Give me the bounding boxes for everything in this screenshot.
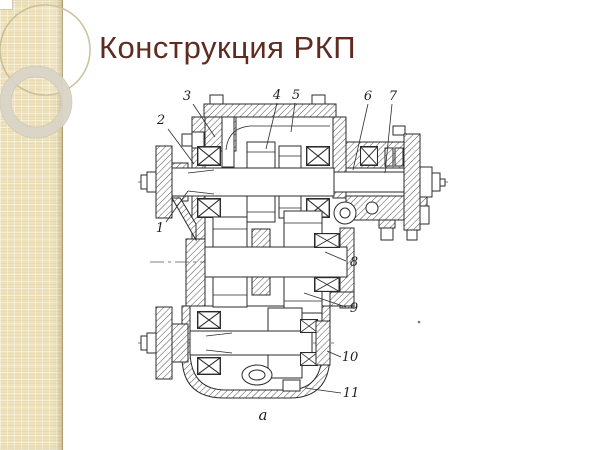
bearing bbox=[300, 352, 318, 366]
cover-bolt-right bbox=[311, 94, 326, 105]
gear-left-upper bbox=[212, 216, 248, 248]
bearing bbox=[306, 146, 330, 166]
mount-pad bbox=[378, 219, 396, 229]
output-flange bbox=[403, 133, 421, 231]
bottom-flange-hub bbox=[171, 323, 189, 363]
ring-outer-edge bbox=[0, 65, 73, 139]
hub-web-upper bbox=[251, 228, 271, 248]
hub-web-lower bbox=[251, 276, 271, 296]
bearing bbox=[314, 277, 340, 292]
drain-plug-inner bbox=[248, 369, 266, 381]
leader-lines bbox=[165, 102, 393, 394]
sump-bolt bbox=[282, 379, 301, 392]
bearing bbox=[197, 357, 221, 375]
input-shaft-assembly bbox=[138, 125, 448, 324]
thin-circle-decoration bbox=[0, 4, 91, 96]
gear-4-lower bbox=[246, 195, 276, 223]
gear-rim-lines bbox=[213, 222, 322, 302]
corner-square bbox=[0, 0, 13, 10]
ring-inner-edge bbox=[10, 76, 62, 128]
sidebar-circles bbox=[0, 4, 91, 139]
seal-ring bbox=[384, 147, 394, 167]
sidebar-decoration bbox=[0, 0, 91, 450]
flange-bolt-bottom bbox=[406, 229, 418, 241]
callout-5: 5 bbox=[292, 88, 300, 103]
left-flange-bolt-head bbox=[140, 174, 148, 190]
bearing bbox=[197, 146, 221, 166]
gear-5-upper bbox=[278, 145, 302, 169]
callout-2: 2 bbox=[156, 113, 165, 128]
mount-bolt bbox=[380, 227, 394, 241]
bottom-flange-bolt-head bbox=[140, 335, 148, 351]
flange-bolt-top bbox=[392, 125, 406, 136]
intermediate-shaft-assembly bbox=[150, 210, 352, 314]
gear-left-lower bbox=[212, 276, 248, 308]
gear-rim-lines bbox=[247, 151, 301, 213]
boss-bolt bbox=[191, 131, 205, 149]
slide-title: Конструкция РКП bbox=[99, 30, 357, 65]
shaft-nut bbox=[431, 172, 441, 192]
flange-hub-nut bbox=[419, 166, 433, 198]
callout-7: 7 bbox=[389, 89, 398, 104]
gear-4-upper bbox=[246, 141, 276, 169]
intermediate-shaft bbox=[204, 246, 348, 278]
boss-bolt-washer bbox=[181, 133, 193, 147]
shaft-taper bbox=[205, 332, 233, 354]
bearing bbox=[314, 233, 340, 248]
lower-shaft-assembly bbox=[138, 306, 338, 392]
figure-caption: а bbox=[259, 406, 268, 424]
bearing bbox=[197, 311, 221, 329]
callout-numbers: 1 2 3 4 5 6 7 8 9 10 11 а bbox=[156, 88, 398, 424]
shaft-taper bbox=[187, 169, 215, 195]
seal-ring bbox=[394, 147, 404, 167]
callout-6: 6 bbox=[364, 89, 372, 104]
shaft-tip bbox=[439, 178, 446, 187]
bearing-cap bbox=[315, 320, 331, 366]
shift-boss-hole bbox=[339, 207, 351, 219]
left-wall-lower bbox=[185, 238, 206, 308]
lower-gear-upper bbox=[267, 307, 303, 332]
top-cover bbox=[203, 103, 337, 118]
bottom-flange bbox=[155, 306, 173, 380]
lower-gear-lower bbox=[267, 354, 303, 379]
bottom-flange-bolt bbox=[146, 332, 157, 354]
callout-11: 11 bbox=[343, 386, 360, 401]
left-flange-bolt bbox=[146, 171, 157, 193]
ink-speck bbox=[417, 320, 421, 324]
bearing bbox=[197, 198, 221, 218]
lower-shaft bbox=[189, 330, 313, 356]
lower-bearing-ball bbox=[365, 201, 379, 215]
callout-10: 10 bbox=[342, 350, 359, 365]
bearing bbox=[300, 319, 318, 333]
flange-bracket bbox=[171, 197, 197, 242]
callout-4: 4 bbox=[272, 88, 281, 103]
callout-9: 9 bbox=[350, 301, 358, 316]
cover-bolt-left bbox=[209, 94, 224, 105]
callout-1: 1 bbox=[156, 221, 164, 236]
ring-decoration bbox=[0, 66, 72, 138]
input-flange bbox=[155, 145, 173, 219]
callout-8: 8 bbox=[350, 255, 358, 270]
output-shaft-rear bbox=[333, 171, 407, 193]
callout-3: 3 bbox=[183, 89, 191, 104]
bearing bbox=[360, 146, 378, 166]
oil-pipe bbox=[225, 125, 330, 151]
